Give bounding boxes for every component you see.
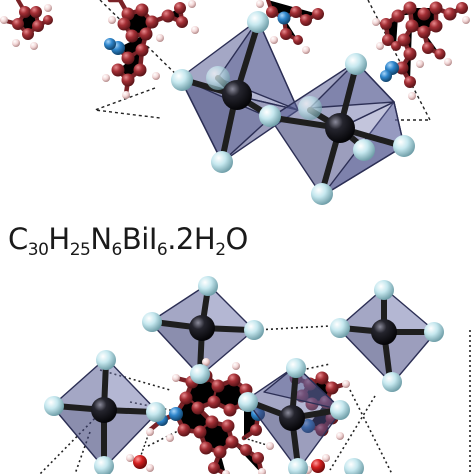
formula-subscript: 6 [111, 240, 123, 260]
iodine-atoms-top [171, 11, 415, 205]
formula-subscript: 6 [156, 240, 168, 260]
formula-symbol: N [90, 222, 112, 256]
formula-symbol: O [225, 222, 249, 256]
formula-symbol: .2H [167, 222, 216, 256]
formula-subscript: 30 [27, 240, 49, 260]
organic-cation-top-center [102, 0, 199, 99]
formula-subscript: 25 [69, 240, 91, 260]
organic-cation-top-right [372, 1, 470, 100]
iodine-atoms-bottom [44, 276, 444, 474]
formula-symbol: BiI [121, 222, 158, 256]
organic-cation-top-left [0, 0, 53, 50]
chemical-formula-label: C30H25N6BiI6.2H2O [8, 222, 249, 259]
formula-symbol: C [8, 222, 28, 256]
formula-symbol: H [48, 222, 70, 256]
formula-subscript: 2 [215, 240, 226, 260]
organic-cation-top-center-right [256, 0, 324, 54]
bismuth-atoms-top [222, 80, 355, 143]
bismuth-atoms-bottom [91, 315, 397, 431]
